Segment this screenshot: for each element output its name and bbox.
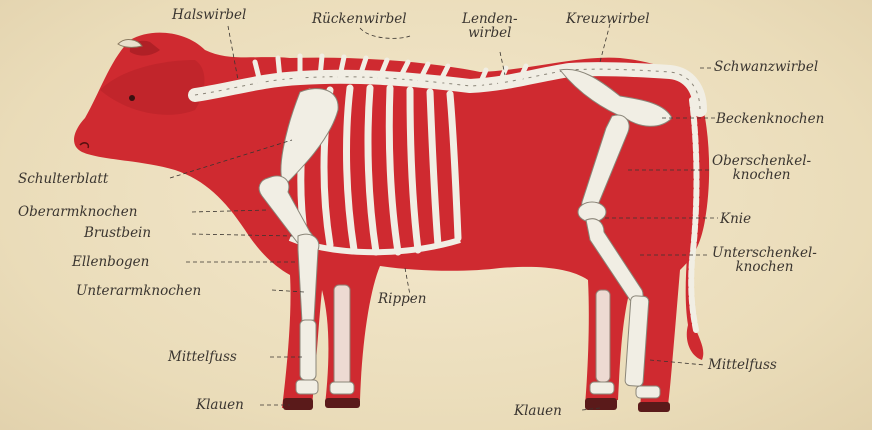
label-lendenwirbel: Lenden- wirbel [462,12,518,40]
hind-metatarsal-2 [596,290,610,382]
label-unterschenkel-line1: Unterschenkel- [712,246,817,260]
label-lendenwirbel-line1: Lenden- [462,12,518,26]
front-metacarpal-2 [334,285,350,385]
label-beckenknochen: Beckenknochen [716,112,824,126]
label-schwanzwirbel: Schwanzwirbel [714,60,818,74]
front-metacarpal [300,320,316,380]
label-brustbein: Brustbein [84,226,151,240]
label-halswirbel: Halswirbel [172,8,246,22]
label-lendenwirbel-line2: wirbel [462,26,518,40]
label-oberschenkel-line1: Oberschenkel- [712,154,811,168]
label-klauen-vorne: Klauen [196,398,244,412]
label-kreuzwirbel: Kreuzwirbel [566,12,650,26]
label-unterarmknochen: Unterarmknochen [76,284,201,298]
eye [129,95,135,101]
label-oberschenkelknochen: Oberschenkel- knochen [712,154,811,182]
label-ellenbogen: Ellenbogen [72,255,149,269]
label-knie: Knie [720,212,751,226]
label-unterschenkelknochen: Unterschenkel- knochen [712,246,817,274]
label-mittelfuss-vorne: Mittelfuss [168,350,237,364]
label-rueckenwirbel: Rückenwirbel [312,12,407,26]
label-unterschenkel-line2: knochen [712,260,817,274]
label-oberschenkel-line2: knochen [712,168,811,182]
hooves [283,398,670,412]
label-mittelfuss-hinten: Mittelfuss [708,358,777,372]
label-schulterblatt: Schulterblatt [18,172,108,186]
label-oberarmknochen: Oberarmknochen [18,205,137,219]
label-klauen-hinten: Klauen [514,404,562,418]
label-rippen: Rippen [378,292,426,306]
